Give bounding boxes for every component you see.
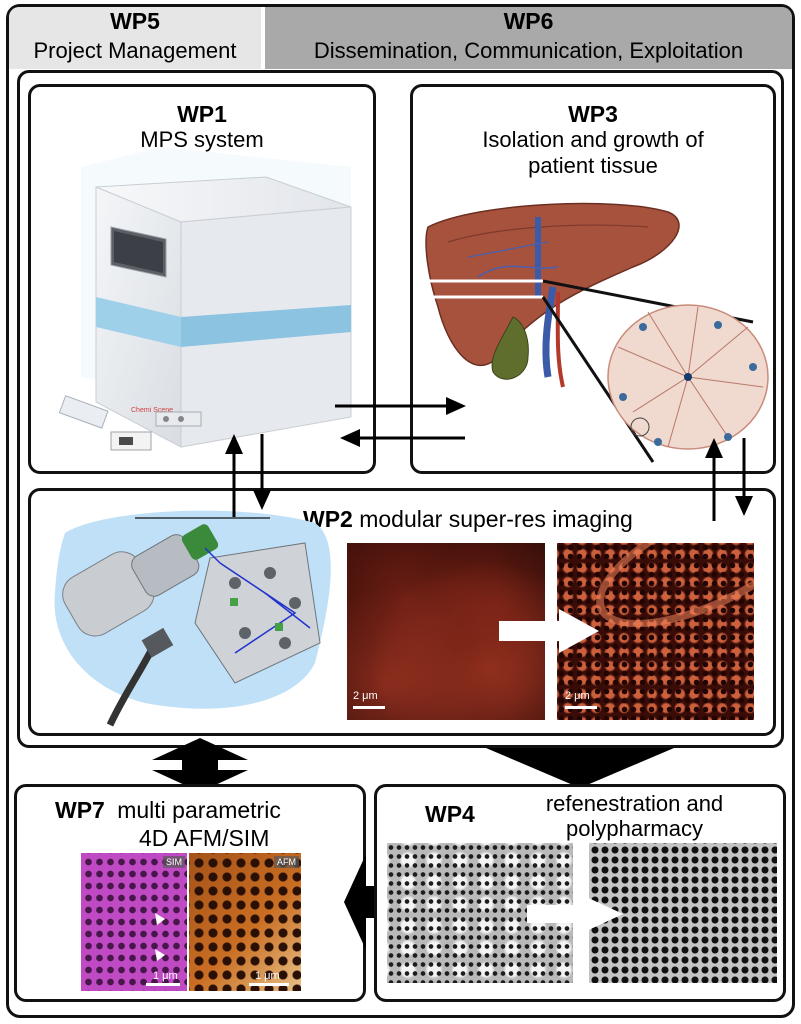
inner-frame: [17, 70, 784, 748]
wp4-subtitle-line1: refenestration and: [545, 791, 724, 816]
outer-frame: [6, 4, 795, 1018]
wp2-right-scale-label: 2 μm: [565, 690, 590, 702]
wp7-right-scale-label: 1 μm: [255, 970, 280, 982]
wp3-subtitle-line1: Isolation and growth of: [482, 127, 704, 153]
wp2-white-arrow: [499, 609, 599, 653]
wp4-left-image: [387, 843, 573, 983]
wp1-wp3-arrows: [335, 397, 466, 447]
wp2-wp4-arrow: [486, 748, 674, 788]
afm-tag: AFM: [274, 856, 299, 868]
sim-tag: SIM: [162, 856, 185, 868]
wp3-box: WP3 Isolation and growth of patient tiss…: [410, 84, 776, 474]
wp7-subtitle-line1: multi parametric: [117, 797, 281, 823]
wp6-title: WP6: [503, 8, 554, 34]
wp5-header: WP5 Project Management: [9, 7, 261, 69]
wp1-box: WP1 MPS system Chemi Scene: [28, 84, 376, 474]
wp3-title: WP3: [568, 101, 618, 127]
sim-image: SIM 1 μm: [81, 853, 187, 991]
wp3-wp2-arrows: [705, 438, 753, 521]
wp6-subtitle: Dissemination, Communication, Exploitati…: [313, 38, 744, 64]
liver-illustration: [418, 202, 769, 463]
wp5-subtitle: Project Management: [33, 38, 237, 64]
wp4-title: WP4: [425, 801, 475, 827]
mps-device-illustration: Chemi Scene: [58, 147, 352, 451]
wp1-title: WP1: [177, 101, 227, 127]
wp1-wp2-arrows: [225, 434, 271, 517]
wp7-title: WP7: [55, 797, 105, 823]
wp4-subtitle-line2: polypharmacy: [566, 816, 703, 842]
wp3-subtitle-line2: patient tissue: [528, 152, 658, 178]
wp2-left-scale-label: 2 μm: [353, 690, 378, 702]
wp7-subtitle-line2: 4D AFM/SIM: [139, 825, 270, 851]
wp7-box: WP7 multi parametric 4D AFM/SIM SIM 1 μm…: [14, 784, 366, 1002]
wp5-title: WP5: [110, 8, 160, 34]
svg-text:Chemi Scene: Chemi Scene: [131, 407, 173, 414]
wp7-left-scale-label: 1 μm: [153, 970, 178, 982]
wp6-header: WP6 Dissemination, Communication, Exploi…: [265, 7, 792, 69]
microscope-illustration: [54, 510, 331, 727]
wp2-subtitle: modular super-res imaging: [359, 506, 633, 532]
wp4-box: WP4 refenestration and polypharmacy: [374, 784, 786, 1002]
super-res-image: 2 μm: [557, 543, 754, 720]
wp2-wp7-double-arrow: [152, 738, 248, 792]
wp2-box: WP2 modular super-res imaging 2 μm 2 μm: [28, 488, 776, 736]
afm-image: AFM 1 μm: [189, 853, 301, 991]
wp4-white-arrow: [527, 895, 623, 933]
